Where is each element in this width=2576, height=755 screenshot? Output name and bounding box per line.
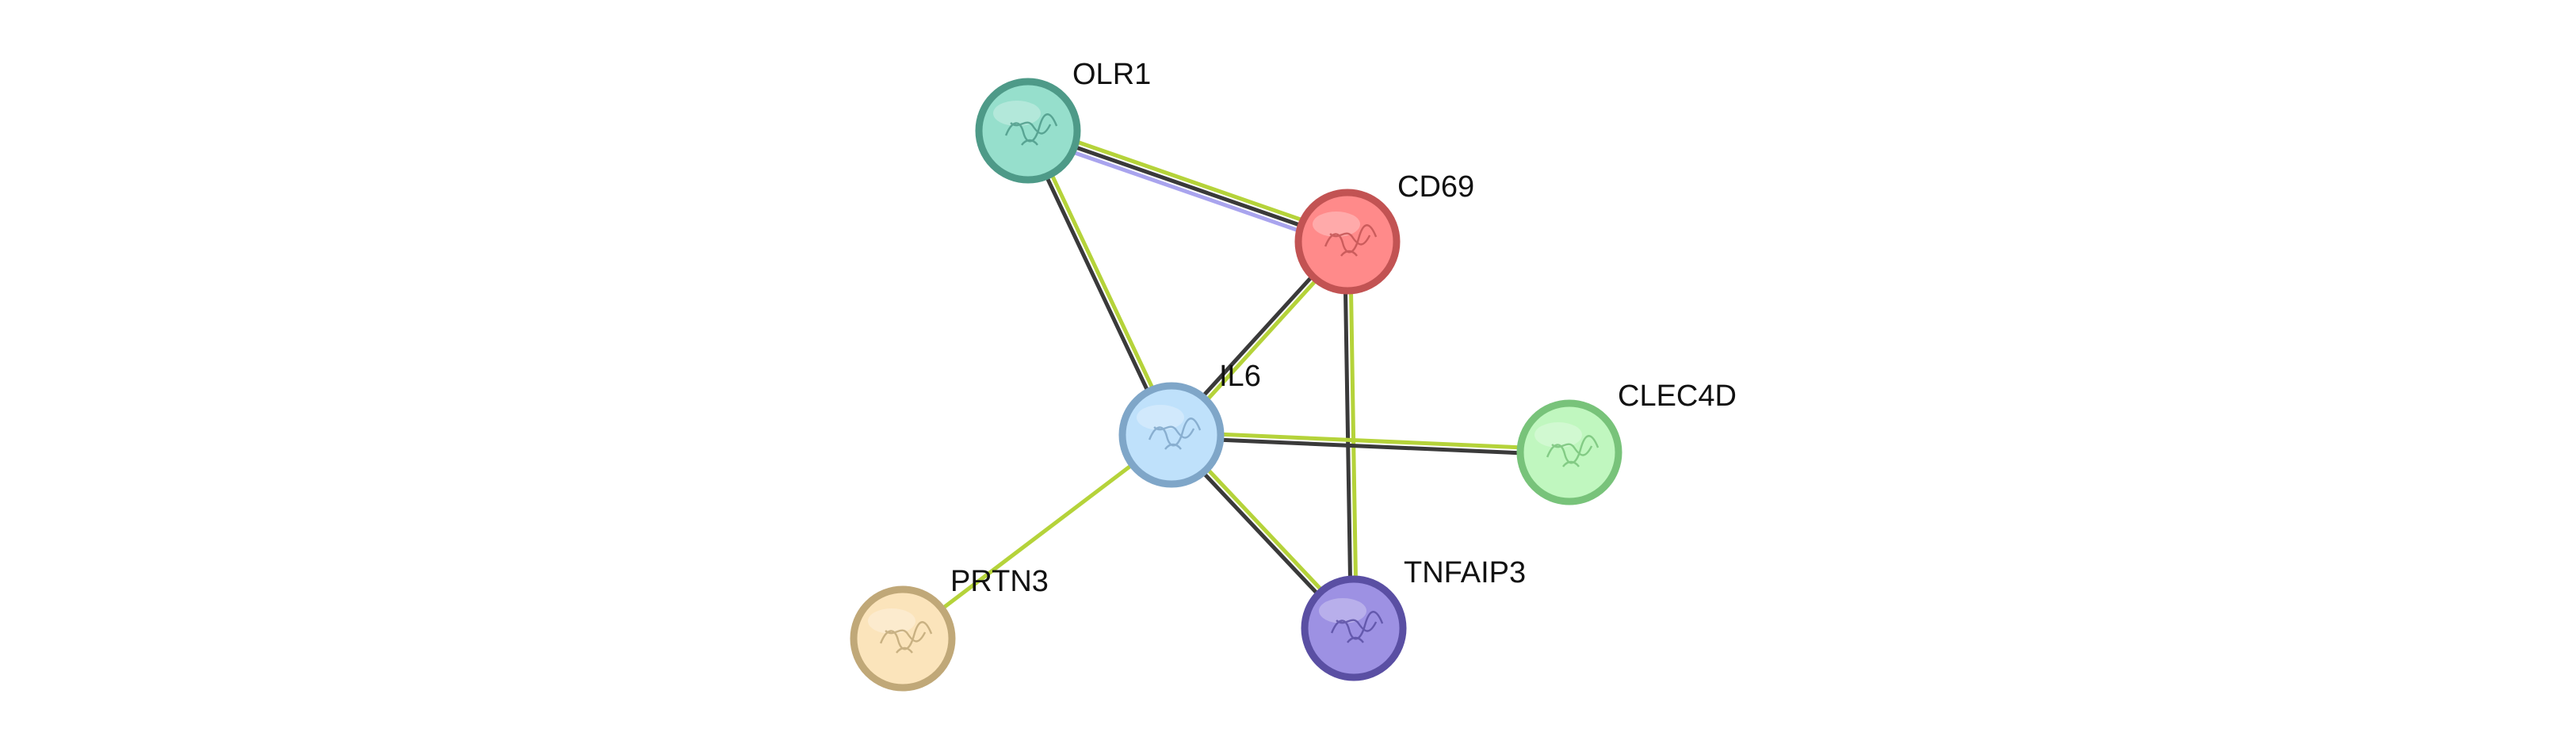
edge-evidence-line [1169, 430, 1572, 452]
protein-structure-icon [1324, 224, 1378, 257]
node-tnfaip3[interactable]: TNFAIP3 [1301, 556, 1526, 681]
edge-il6-clec4d[interactable] [1169, 430, 1572, 457]
node-il6[interactable]: IL6 [1118, 360, 1261, 488]
edge-olr1-cd69[interactable] [1024, 123, 1351, 250]
node-highlight [993, 101, 1041, 126]
node-label-il6: IL6 [1219, 360, 1261, 393]
node-circle [850, 585, 956, 692]
edge-evidence-line [1169, 435, 1572, 457]
node-circle [1301, 575, 1407, 681]
edge-evidence-line [1027, 123, 1351, 238]
node-clec4d[interactable]: CLEC4D [1516, 379, 1737, 505]
node-highlight [1535, 422, 1582, 448]
edge-evidence-line [1023, 129, 1171, 438]
node-circle [975, 78, 1081, 184]
protein-structure-icon [1004, 113, 1058, 146]
edge-evidence-line [1347, 239, 1359, 631]
node-highlight [1319, 598, 1366, 623]
node-circle [1516, 399, 1622, 505]
edge-il6-prtn3[interactable] [900, 433, 1174, 641]
node-prtn3[interactable]: PRTN3 [850, 565, 1049, 692]
protein-structure-icon [1546, 435, 1599, 467]
edge-olr1-il6[interactable] [1023, 128, 1176, 438]
node-circle [1118, 382, 1225, 488]
edge-evidence-line [1026, 128, 1350, 244]
edge-evidence-line [900, 433, 1174, 641]
node-olr1[interactable]: OLR1 [975, 58, 1151, 184]
node-label-prtn3: PRTN3 [950, 565, 1049, 598]
node-highlight [1137, 405, 1184, 430]
node-highlight [868, 608, 915, 634]
edge-cd69-tnfaip3[interactable] [1343, 239, 1359, 631]
protein-structure-icon [1330, 611, 1384, 643]
edge-evidence-line [1343, 239, 1354, 631]
node-highlight [1313, 212, 1360, 237]
node-circle [1294, 189, 1401, 295]
protein-structure-icon [879, 621, 933, 654]
node-label-tnfaip3: TNFAIP3 [1404, 556, 1526, 589]
edge-evidence-line [1024, 134, 1348, 250]
node-cd69[interactable]: CD69 [1294, 170, 1474, 295]
edge-evidence-line [1028, 128, 1176, 437]
node-label-cd69: CD69 [1397, 170, 1474, 204]
node-label-clec4d: CLEC4D [1618, 379, 1737, 413]
protein-structure-icon [1148, 418, 1202, 450]
node-label-olr1: OLR1 [1072, 58, 1151, 91]
